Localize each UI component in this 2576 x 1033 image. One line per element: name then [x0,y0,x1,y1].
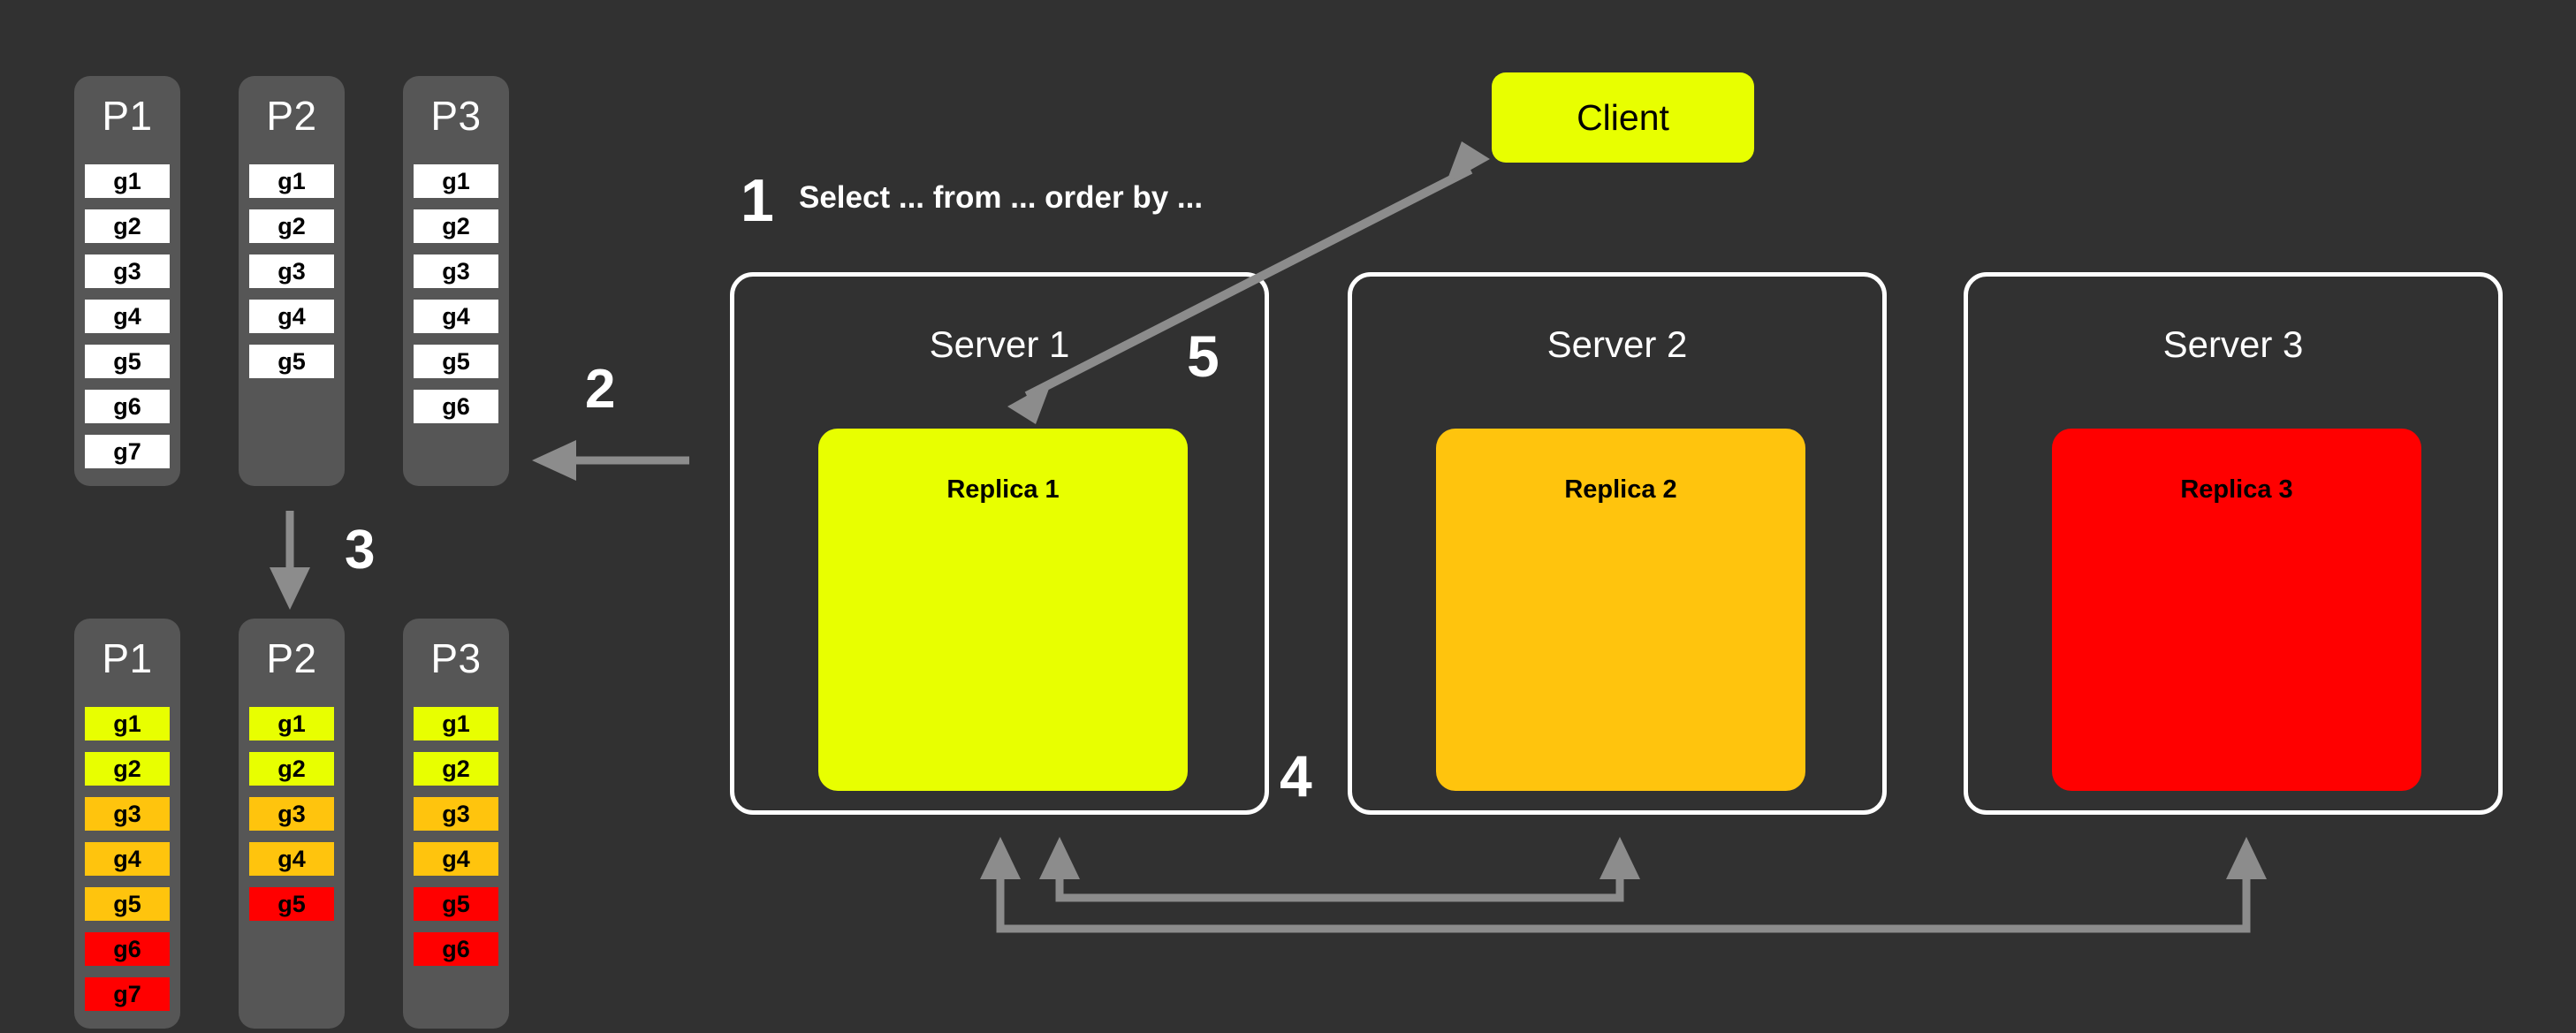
partition-cell: g3 [249,797,334,831]
partition-cell: g4 [414,842,498,876]
server-box-1[interactable]: Server 1 Replica 1 [730,272,1269,815]
arrow-step-2 [532,440,689,481]
partition-cell: g3 [414,797,498,831]
partition-cell: g1 [85,707,170,741]
partition-cell: g2 [85,752,170,786]
partition-cell: g6 [85,932,170,966]
server-title-3: Server 3 [2162,323,2304,365]
partition-cell: g6 [414,932,498,966]
partition-cell: g5 [85,887,170,921]
replica-label-2: Replica 2 [1564,475,1677,504]
client-box[interactable]: Client [1492,72,1754,163]
partition-cell: g5 [414,345,498,378]
arrow-step-4-from-server3 [980,837,2267,933]
arrow-step-4-from-server2 [1039,837,1640,902]
step-label-4: 4 [1280,743,1312,809]
partition-cell: g4 [85,300,170,333]
partition-column-bottom-p1: P1 g1 g2 g3 g4 g5 g6 g7 [74,619,180,1029]
partition-column-top-p1: P1 g1 g2 g3 g4 g5 g6 g7 [74,76,180,486]
query-text: Select ... from ... order by ... [799,180,1204,215]
partition-cell: g3 [85,254,170,288]
partition-column-bottom-p2: P2 g1 g2 g3 g4 g5 [239,619,345,1029]
partition-title-bottom-p3: P3 [430,635,482,681]
server-title-2: Server 2 [1546,323,1688,365]
partition-cell: g1 [249,707,334,741]
partition-cell: g5 [85,345,170,378]
replica-box-2[interactable]: Replica 2 [1436,429,1805,791]
partition-title-top-p2: P2 [266,93,317,139]
client-label: Client [1577,96,1669,138]
server-title-1: Server 1 [929,323,1070,365]
partition-cell: g3 [249,254,334,288]
partition-column-top-p2: P2 g1 g2 g3 g4 g5 [239,76,345,486]
partition-cell: g7 [85,435,170,468]
partition-cell: g4 [249,300,334,333]
partition-cell: g5 [249,345,334,378]
partition-cell: g5 [249,887,334,921]
replica-label-3: Replica 3 [2180,475,2293,504]
partition-title-top-p1: P1 [102,93,153,139]
partition-title-top-p3: P3 [430,93,482,139]
partition-cell: g1 [249,164,334,198]
partition-cell: g4 [85,842,170,876]
server-box-2[interactable]: Server 2 Replica 2 [1348,272,1887,815]
partition-cell: g2 [85,209,170,243]
partition-cell: g5 [414,887,498,921]
partition-cell: g1 [85,164,170,198]
partition-cell: g3 [414,254,498,288]
server-box-3[interactable]: Server 3 Replica 3 [1964,272,2503,815]
step-label-5: 5 [1187,323,1220,389]
partition-cell: g2 [414,209,498,243]
replica-box-1[interactable]: Replica 1 [818,429,1188,791]
partition-cell: g1 [414,707,498,741]
partition-cell: g6 [85,390,170,423]
step-label-2: 2 [585,359,616,420]
partition-column-top-p3: P3 g1 g2 g3 g4 g5 g6 [403,76,509,486]
partition-cell: g4 [249,842,334,876]
partition-title-bottom-p1: P1 [102,635,153,681]
partition-cell: g7 [85,977,170,1011]
step-label-1: 1 [741,167,774,234]
partition-title-bottom-p2: P2 [266,635,317,681]
partition-cell: g2 [249,752,334,786]
partition-cell: g2 [249,209,334,243]
partition-cell: g1 [414,164,498,198]
partition-cell: g3 [85,797,170,831]
replica-box-3[interactable]: Replica 3 [2052,429,2421,791]
partition-column-bottom-p3: P3 g1 g2 g3 g4 g5 g6 [403,619,509,1029]
partition-cell: g6 [414,390,498,423]
arrow-step-3 [270,511,310,610]
step-label-3: 3 [345,520,376,581]
partition-cell: g2 [414,752,498,786]
replica-label-1: Replica 1 [946,475,1060,504]
partition-cell: g4 [414,300,498,333]
